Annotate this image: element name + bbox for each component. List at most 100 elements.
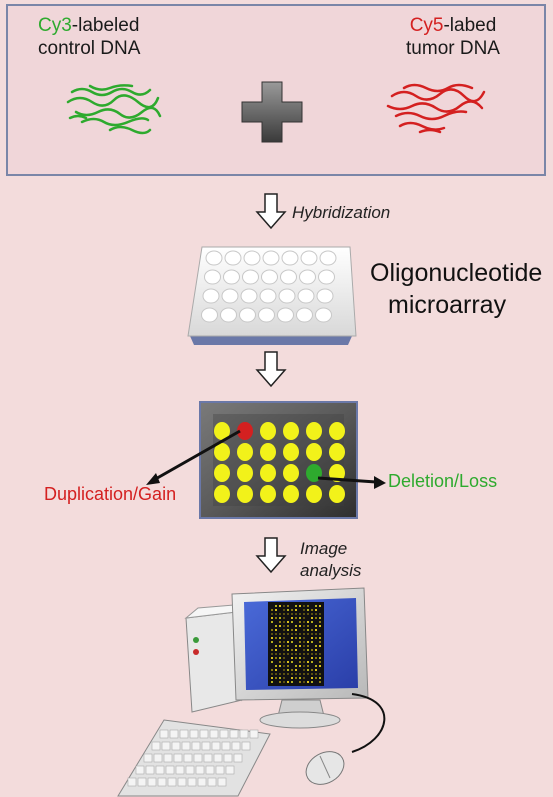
computer-monitor [231, 587, 369, 729]
scan-dot [311, 669, 313, 671]
array-spot [214, 485, 230, 503]
scan-dot [307, 621, 309, 623]
keyboard-key [217, 777, 227, 787]
scan-dot [303, 625, 305, 627]
keyboard-key [145, 765, 155, 775]
scan-dot [287, 605, 289, 607]
microarray-well [281, 250, 299, 266]
scan-dot [319, 661, 321, 663]
scan-dot [287, 613, 289, 615]
loss-arrow [317, 476, 377, 484]
microarray-well [223, 269, 240, 285]
scan-dot [283, 633, 285, 635]
scan-dot [307, 669, 309, 671]
keyboard-key [231, 741, 241, 751]
scan-dot [295, 649, 297, 651]
array-spot [283, 422, 299, 440]
scan-dot [279, 633, 281, 635]
scan-dot [303, 641, 305, 643]
array-spot [260, 485, 276, 503]
keyboard-key [185, 765, 195, 775]
keyboard-key [179, 729, 189, 739]
scan-dot [311, 681, 313, 683]
scan-dot [319, 653, 321, 655]
computer-mouse [305, 751, 345, 785]
scan-dot [291, 609, 293, 611]
microarray-well [239, 307, 256, 323]
deletion-loss-label: Deletion/Loss [388, 471, 498, 491]
scan-dot [299, 621, 301, 623]
scan-dot [271, 617, 273, 619]
microarray-well [262, 250, 280, 266]
scan-dot [295, 669, 297, 671]
microarray-well [316, 288, 334, 304]
microarray-well [220, 307, 237, 323]
scan-dot [283, 613, 285, 615]
keyboard-key [229, 729, 239, 739]
image-analysis-label: Image analysis [300, 538, 361, 582]
scan-dot [295, 677, 297, 679]
scan-dot [271, 677, 273, 679]
keyboard-key [215, 765, 225, 775]
array-spot [306, 485, 322, 503]
microarray-well [280, 269, 297, 285]
scan-dot [283, 617, 285, 619]
scan-dot [275, 633, 277, 635]
scan-dot [295, 617, 297, 619]
keyboard-key [127, 777, 137, 787]
scan-dot [279, 661, 281, 663]
scan-dot [299, 665, 301, 667]
scan-dot [299, 645, 301, 647]
scan-dot [295, 653, 297, 655]
keyboard-key [195, 765, 205, 775]
scan-dot [299, 653, 301, 655]
scan-dot [275, 613, 277, 615]
scan-dot [283, 637, 285, 639]
scan-dot [279, 681, 281, 683]
scan-dot [311, 661, 313, 663]
scan-dot [307, 613, 309, 615]
scan-dot [291, 653, 293, 655]
scan-dot [307, 681, 309, 683]
keyboard-key [173, 753, 183, 763]
array-spot [329, 485, 345, 503]
scan-dot [311, 621, 313, 623]
scan-dot [303, 645, 305, 647]
scan-dot [311, 633, 313, 635]
scan-dot [295, 633, 297, 635]
scan-dot [303, 629, 305, 631]
keyboard-key [209, 729, 219, 739]
scan-dot [319, 605, 321, 607]
scan-dot [271, 657, 273, 659]
scan-dot [291, 637, 293, 639]
keyboard-key [199, 729, 209, 739]
scan-dot [299, 681, 301, 683]
scan-dot [283, 665, 285, 667]
keyboard-key [177, 777, 187, 787]
keyboard-key [205, 765, 215, 775]
scan-dot [295, 657, 297, 659]
array-spot [329, 464, 345, 482]
microarray-well [243, 250, 261, 266]
scan-dot [287, 681, 289, 683]
array-spots [214, 422, 345, 503]
keyboard-key [169, 729, 179, 739]
keyboard-key [165, 765, 175, 775]
scan-dot [275, 637, 277, 639]
array-spot [214, 422, 230, 440]
scan-dot [299, 677, 301, 679]
scan-dot [319, 621, 321, 623]
scan-dot [315, 677, 317, 679]
scan-dot [291, 673, 293, 675]
scan-dot [315, 629, 317, 631]
scan-dot [275, 677, 277, 679]
green-dna-strands [66, 84, 162, 135]
scan-dot [307, 661, 309, 663]
scan-dot [311, 677, 313, 679]
gain-arrow [151, 429, 241, 483]
scan-dot [291, 677, 293, 679]
scan-dot [295, 645, 297, 647]
scan-dot [279, 637, 281, 639]
microarray-well [261, 269, 278, 285]
scan-dot [291, 649, 293, 651]
